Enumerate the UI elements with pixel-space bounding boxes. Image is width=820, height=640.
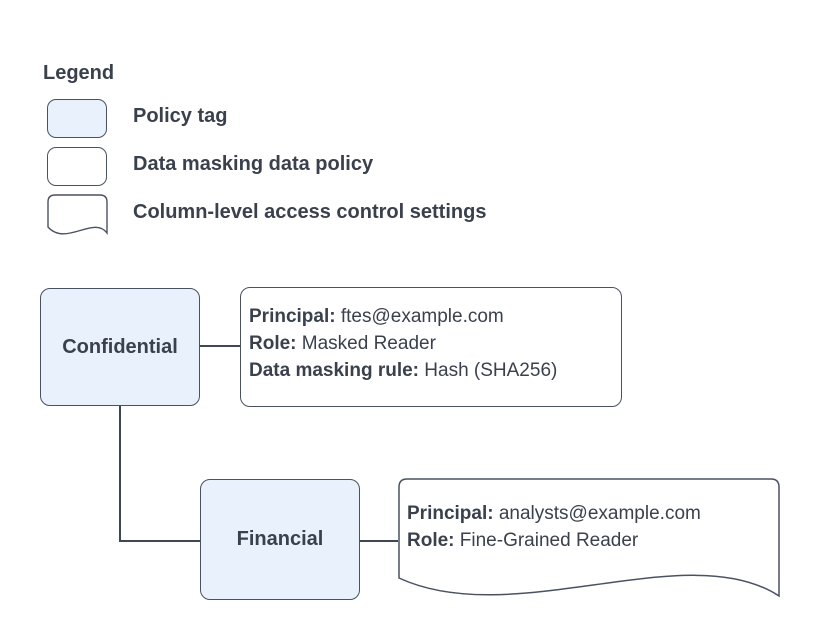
- document-shape-icon: [398, 478, 780, 598]
- policy-line-key: Role:: [407, 530, 455, 551]
- data-masking-policy-swatch: [47, 147, 107, 186]
- policy-line-key: Principal:: [407, 503, 494, 524]
- policy-line: Principal: ftes@example.com: [249, 303, 613, 330]
- legend-label-data-masking: Data masking data policy: [133, 153, 374, 175]
- connector-confidential-policy: [200, 345, 240, 347]
- node-confidential: Confidential: [40, 288, 200, 406]
- legend-title: Legend: [43, 62, 115, 84]
- policy-line: Role: Fine-Grained Reader: [407, 527, 701, 554]
- node-masking-policy: Principal: ftes@example.com Role: Masked…: [240, 287, 622, 407]
- policy-tag-swatch: [47, 99, 107, 138]
- policy-line-value: ftes@example.com: [335, 306, 504, 327]
- policy-line-value: Fine-Grained Reader: [454, 530, 639, 551]
- policy-line: Role: Masked Reader: [249, 330, 613, 357]
- policy-line-value: Hash (SHA256): [419, 360, 558, 381]
- policy-line: Principal: analysts@example.com: [407, 500, 701, 527]
- policy-line-key: Data masking rule:: [249, 360, 419, 381]
- policy-line-key: Role:: [249, 333, 297, 354]
- connector-confidential-financial-horizontal: [119, 540, 201, 542]
- node-column-access: Principal: analysts@example.com Role: Fi…: [398, 478, 781, 600]
- legend-label-column-access: Column-level access control settings: [133, 201, 487, 223]
- legend-label-policy-tag: Policy tag: [133, 105, 228, 127]
- node-confidential-label: Confidential: [62, 335, 178, 358]
- policy-line-value: analysts@example.com: [493, 503, 701, 524]
- document-shape-icon: [47, 194, 108, 236]
- connector-financial-columnaccess: [360, 540, 398, 542]
- node-financial: Financial: [200, 479, 360, 600]
- column-access-text: Principal: analysts@example.com Role: Fi…: [407, 500, 701, 554]
- policy-line-key: Principal:: [249, 306, 336, 327]
- column-access-swatch: [47, 194, 108, 237]
- connector-confidential-financial-vertical: [119, 405, 121, 541]
- node-financial-label: Financial: [236, 528, 324, 550]
- policy-line: Data masking rule: Hash (SHA256): [249, 357, 613, 384]
- policy-line-value: Masked Reader: [296, 333, 436, 354]
